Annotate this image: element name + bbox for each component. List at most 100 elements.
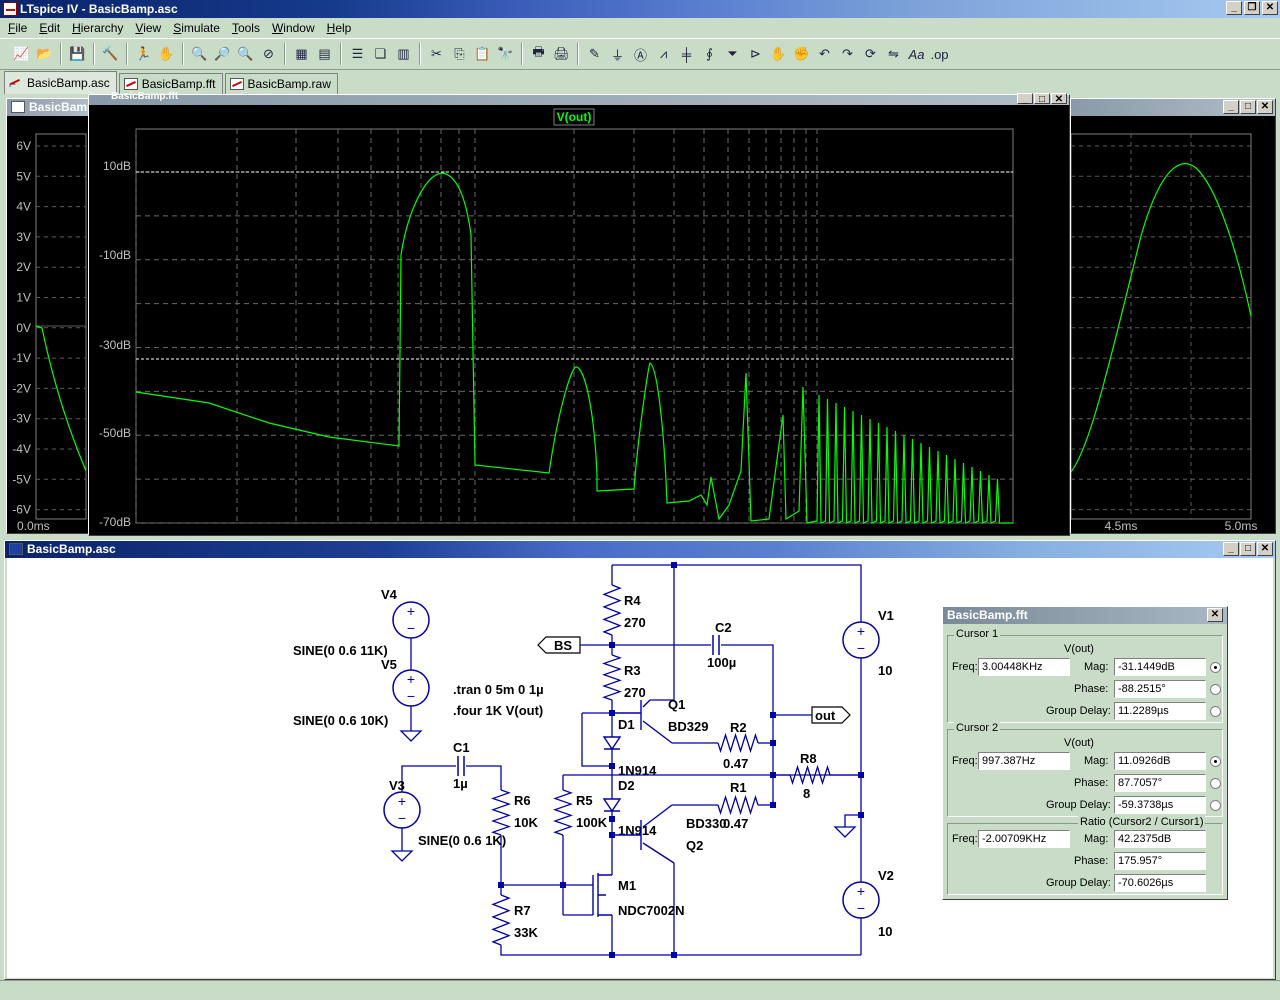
zoom-fit-icon[interactable]: ⊘: [263, 46, 274, 61]
waveform-icon[interactable]: ▤: [318, 46, 331, 61]
restore-icon[interactable]: ❐: [1244, 1, 1260, 15]
ratio-mag-field[interactable]: 42.2375dB: [1114, 830, 1206, 848]
cursor2-phase-field[interactable]: 87.7057°: [1114, 774, 1206, 792]
wire: [401, 765, 456, 792]
ratio-gd-field[interactable]: -70.6026µs: [1114, 874, 1206, 892]
menu-view[interactable]: View: [135, 21, 162, 35]
run-icon[interactable]: 🏃: [135, 46, 152, 61]
mirror-icon[interactable]: ⇋: [888, 46, 899, 61]
open-icon[interactable]: 📂: [36, 46, 53, 61]
cursor2-mag-radio[interactable]: [1210, 756, 1221, 767]
schematic-window-title-text: BasicBamp.asc: [27, 542, 116, 556]
cursor1-mag-radio[interactable]: [1210, 662, 1221, 673]
d1-model: 1N914: [618, 763, 657, 778]
cursor2-freq-field[interactable]: 997.387Hz: [978, 752, 1070, 770]
cursor2-phase-radio[interactable]: [1210, 778, 1221, 789]
cursor2-mag-field[interactable]: 11.0926dB: [1114, 752, 1206, 770]
wire-icon[interactable]: ✎: [589, 46, 600, 61]
zoom-in-icon[interactable]: 🔍: [191, 46, 208, 61]
text-icon[interactable]: Aa: [908, 46, 925, 62]
close-icon[interactable]: ✕: [1051, 93, 1067, 105]
tab-label: BasicBamp.asc: [27, 76, 110, 90]
rotate-icon[interactable]: ⟳: [865, 46, 876, 61]
print-setup-icon[interactable]: 🖶: [532, 44, 545, 59]
zoom-out-icon[interactable]: 🔍: [237, 46, 254, 61]
move-icon[interactable]: ✋: [770, 46, 787, 61]
minimize-icon[interactable]: _: [1223, 100, 1239, 114]
r2-value: 0.47: [723, 756, 748, 771]
m1-model: NDC7002N: [618, 903, 684, 918]
close-icon[interactable]: ✕: [1262, 1, 1278, 15]
r5-value: 100K: [576, 815, 608, 830]
maximize-icon[interactable]: □: [1240, 542, 1256, 556]
find-icon[interactable]: 🔭: [497, 46, 514, 61]
maximize-icon[interactable]: □: [1240, 100, 1256, 114]
raw-plot-window-right-title: _ □ ✕: [1071, 99, 1275, 116]
v1-source-minus: −: [857, 640, 865, 656]
menu-help[interactable]: Help: [326, 21, 352, 35]
cursor1-gd-field[interactable]: 11.2289µs: [1114, 702, 1206, 720]
ground-icon[interactable]: ⏚: [610, 47, 624, 63]
redo-icon[interactable]: ↷: [842, 46, 853, 61]
new-schematic-icon[interactable]: 📈: [13, 46, 30, 61]
tile-vertical-icon[interactable]: ▥: [397, 46, 410, 61]
resistor-icon[interactable]: ⩘: [659, 46, 668, 61]
halt-icon[interactable]: ✋: [158, 46, 175, 61]
cursor2-gd-field[interactable]: -59.3738µs: [1114, 796, 1206, 814]
fft-cursor-dialog[interactable]: BasicBamp.fft ✕ Cursor 1 V(out) Freq: 3.…: [942, 606, 1228, 900]
r5-resistor: [553, 789, 573, 836]
menu-file[interactable]: File: [8, 21, 28, 35]
pan-icon[interactable]: 🔎: [214, 46, 231, 61]
cursor1-phase-radio[interactable]: [1210, 684, 1221, 695]
menu-window[interactable]: Window: [271, 21, 315, 35]
control-panel-icon[interactable]: 🔨: [102, 46, 119, 61]
paste-icon[interactable]: 📋: [474, 46, 491, 61]
ratio-freq-field[interactable]: -2.00709KHz: [978, 830, 1070, 848]
undo-icon[interactable]: ↶: [819, 46, 830, 61]
label-net-icon[interactable]: Ⓐ: [633, 47, 647, 63]
copy-icon[interactable]: ⎘: [454, 46, 465, 61]
minimize-icon[interactable]: _: [1226, 1, 1242, 15]
minimize-icon[interactable]: _: [1223, 542, 1239, 556]
cursor2-gd-radio[interactable]: [1210, 800, 1221, 811]
minimize-icon[interactable]: _: [1017, 93, 1033, 105]
component-icon[interactable]: ⊳: [750, 46, 761, 61]
drag-icon[interactable]: ✊: [793, 46, 810, 61]
cursor1-mag-field[interactable]: -31.1449dB: [1114, 658, 1206, 676]
cursor1-gd-radio[interactable]: [1210, 706, 1221, 717]
ratio-phase-field[interactable]: 175.957°: [1114, 852, 1206, 870]
print-icon[interactable]: 🖨: [553, 46, 570, 61]
autorange-icon[interactable]: ▦: [295, 46, 308, 61]
tile-horizontal-icon[interactable]: ☰: [351, 46, 364, 61]
menu-hierarchy[interactable]: Hierarchy: [72, 21, 124, 35]
cursor1-freq-field[interactable]: 3.00448KHz: [978, 658, 1070, 676]
save-icon[interactable]: 💾: [69, 46, 86, 61]
cut-icon[interactable]: ✂: [431, 46, 442, 61]
menu-edit[interactable]: Edit: [39, 21, 61, 35]
close-icon[interactable]: ✕: [1257, 100, 1273, 114]
inductor-icon[interactable]: ∮: [706, 46, 713, 61]
y-tick-label: 10dB: [103, 159, 131, 173]
cursor1-phase-field[interactable]: -88.2515°: [1114, 680, 1206, 698]
menu-tools[interactable]: Tools: [231, 21, 260, 35]
fft-plot-window[interactable]: BasicBamp.fft _ □ ✕ 10dB-10dB-30dB-50dB-…: [88, 92, 1070, 536]
spice-directive-icon[interactable]: .op: [930, 46, 949, 62]
tab-basicbamp-asc[interactable]: ⌐BasicBamp.asc: [4, 71, 117, 94]
close-icon[interactable]: ✕: [1207, 608, 1223, 622]
r8-label: R8: [800, 751, 817, 766]
menu-simulate[interactable]: Simulate: [173, 21, 220, 35]
tab-basicbamp-raw[interactable]: BasicBamp.raw: [224, 73, 338, 94]
v5-source-minus: −: [407, 688, 415, 704]
tab-basicbamp-fft[interactable]: BasicBamp.fft: [118, 73, 223, 94]
out-net-label: [811, 706, 851, 724]
cascade-icon[interactable]: ❏: [374, 46, 387, 61]
capacitor-icon[interactable]: ╪: [681, 46, 692, 62]
diode-icon[interactable]: ⏷: [727, 46, 738, 61]
maximize-icon[interactable]: □: [1034, 93, 1050, 105]
close-icon[interactable]: ✕: [1257, 542, 1273, 556]
